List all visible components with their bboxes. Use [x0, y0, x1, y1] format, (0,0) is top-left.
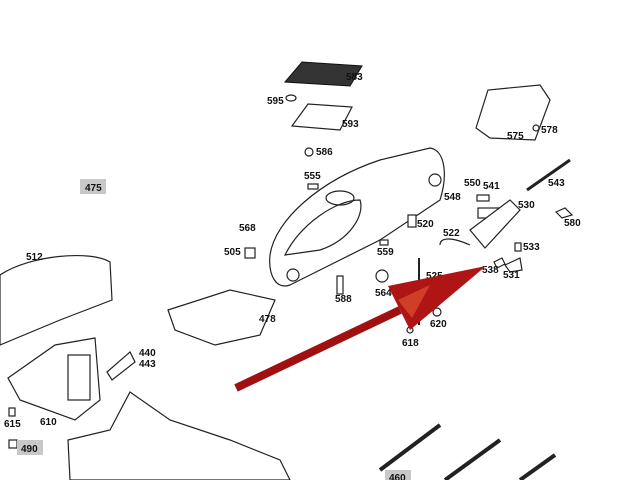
label-512: 512 [26, 252, 43, 263]
part-505[interactable] [244, 247, 256, 259]
part-530-lid[interactable] [469, 199, 521, 249]
part-593-cover[interactable] [290, 103, 353, 131]
label-580: 580 [564, 218, 581, 229]
label-478: 478 [259, 314, 276, 325]
part-543[interactable] [526, 158, 571, 192]
highlight-box-475 [80, 179, 106, 194]
label-541: 541 [483, 181, 500, 192]
label-530: 530 [518, 200, 535, 211]
label-610: 610 [40, 417, 57, 428]
label-531: 531 [503, 270, 520, 281]
highlight-box-490 [17, 440, 43, 455]
part-583-grille[interactable] [283, 61, 363, 87]
part-580[interactable] [554, 207, 574, 219]
label-568: 568 [239, 223, 256, 234]
part-522[interactable] [439, 238, 471, 246]
emblem-220d[interactable] [443, 438, 502, 480]
part-center-console[interactable] [67, 391, 291, 480]
part-478-panel[interactable] [167, 289, 276, 346]
part-490[interactable] [8, 439, 18, 449]
label-555: 555 [304, 171, 321, 182]
label-505: 505 [224, 247, 241, 258]
label-595: 595 [267, 96, 284, 107]
label-588: 588 [335, 294, 352, 305]
label-440: 440 [139, 348, 156, 359]
label-548: 548 [444, 192, 461, 203]
label-490: 490 [21, 444, 38, 455]
label-550: 550 [464, 178, 481, 189]
label-593: 593 [342, 119, 359, 130]
part-578[interactable] [532, 124, 540, 132]
label-520: 520 [417, 219, 434, 230]
label-543: 543 [548, 178, 565, 189]
label-618: 618 [402, 338, 419, 349]
part-586[interactable] [304, 147, 314, 157]
part-588[interactable] [336, 275, 344, 295]
label-533: 533 [523, 242, 540, 253]
part-620[interactable] [432, 307, 442, 317]
label-559: 559 [377, 247, 394, 258]
label-620: 620 [430, 319, 447, 330]
emblem-200d[interactable] [378, 423, 442, 472]
part-512-dashboard[interactable] [0, 254, 113, 346]
label-538: 538 [482, 265, 499, 276]
red-pointer-arrow-icon [234, 266, 486, 392]
label-522: 522 [443, 228, 460, 239]
part-440-plate[interactable] [106, 351, 136, 381]
label-460: 460 [389, 473, 406, 480]
highlight-box-460 [385, 470, 411, 480]
part-520[interactable] [407, 214, 417, 228]
label-575: 575 [507, 131, 524, 142]
part-615[interactable] [8, 407, 16, 417]
label-578: 578 [541, 125, 558, 136]
part-531[interactable] [504, 257, 523, 273]
label-586: 586 [316, 147, 333, 158]
part-538[interactable] [493, 257, 506, 269]
label-564: 564 [375, 288, 392, 299]
part-533[interactable] [514, 242, 522, 252]
label-443: 443 [139, 359, 156, 370]
label-583: 583 [346, 72, 363, 83]
part-559[interactable] [379, 239, 389, 246]
part-564[interactable] [375, 269, 389, 283]
label-475: 475 [85, 183, 102, 194]
emblem-100d[interactable] [518, 453, 557, 480]
part-610-console[interactable] [7, 337, 101, 421]
part-595[interactable] [285, 94, 297, 102]
part-555[interactable] [307, 183, 319, 190]
part-550[interactable] [476, 194, 490, 202]
part-575-glovebox[interactable] [475, 84, 551, 141]
label-615: 615 [4, 419, 21, 430]
